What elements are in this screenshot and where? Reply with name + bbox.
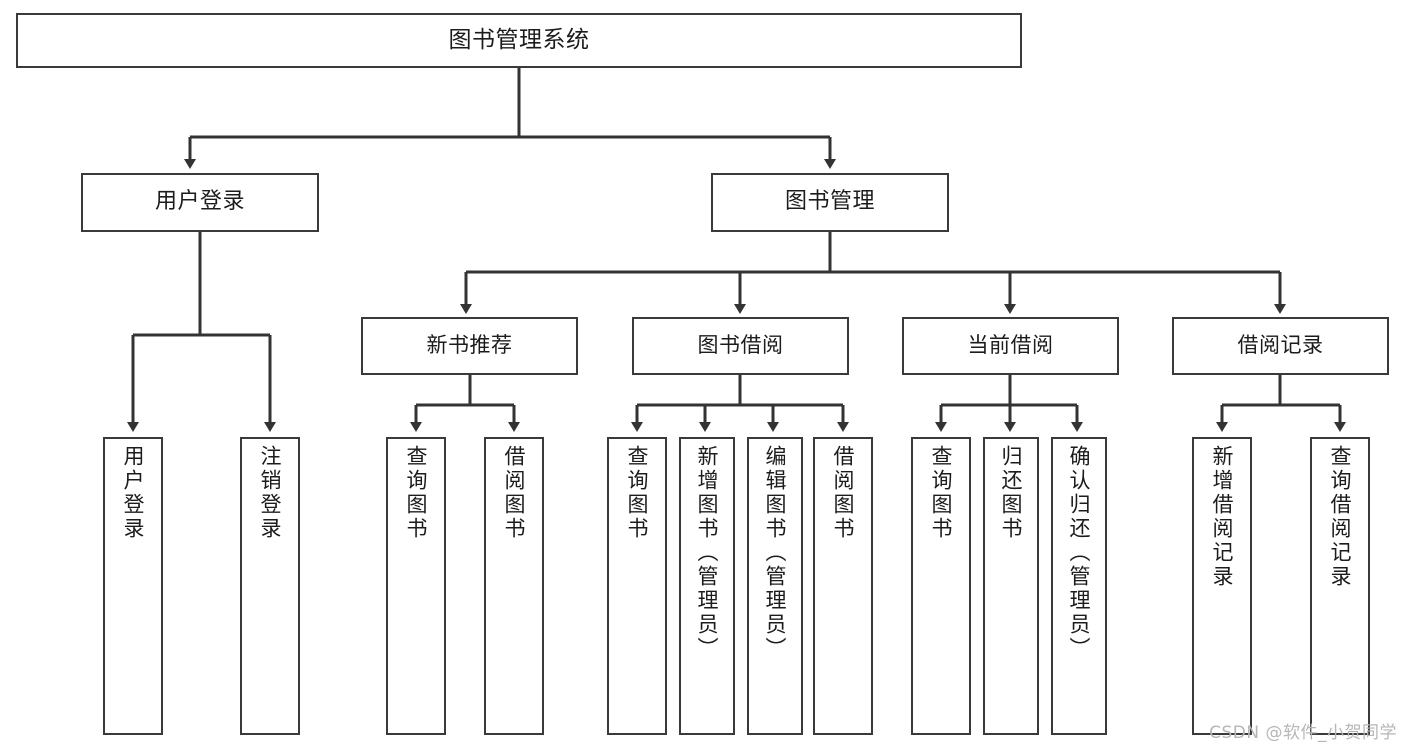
leaf-new-book-query-book[interactable]: 查询图书 (386, 437, 446, 735)
leaf-new-book-borrow-book[interactable]: 借阅图书 (484, 437, 544, 735)
node-label: 借阅记录 (1237, 333, 1324, 358)
node-label: 查询借阅记录 (1328, 445, 1353, 589)
node-label: 图书管理 (784, 189, 875, 215)
node-label: 注销登录 (258, 445, 283, 541)
leaf-user-login-login[interactable]: 用户登录 (103, 437, 163, 735)
node-label: 查询图书 (404, 445, 429, 541)
node-label: 借阅图书 (502, 445, 527, 541)
node-label: 用户登录 (121, 445, 146, 541)
node-label: 用户登录 (154, 189, 245, 215)
node-label: 归还图书 (999, 445, 1024, 541)
node-label: 查询图书 (929, 445, 954, 541)
node-label: 新书推荐 (426, 333, 513, 358)
node-label: 编辑图书（管理员） (763, 445, 788, 661)
leaf-borrow-record-query-record[interactable]: 查询借阅记录 (1310, 437, 1370, 735)
node-label: 借阅图书 (831, 445, 856, 541)
leaf-book-borrow-borrow-book[interactable]: 借阅图书 (813, 437, 873, 735)
leaf-book-borrow-add-book[interactable]: 新增图书（管理员） (679, 437, 735, 735)
node-label: 确认归还（管理员） (1067, 445, 1092, 661)
leaf-book-borrow-edit-book[interactable]: 编辑图书（管理员） (747, 437, 803, 735)
leaf-current-borrow-query-book[interactable]: 查询图书 (911, 437, 971, 735)
node-book-management[interactable]: 图书管理 (711, 173, 949, 232)
leaf-user-login-logout[interactable]: 注销登录 (240, 437, 300, 735)
node-book-borrow[interactable]: 图书借阅 (632, 317, 849, 375)
node-new-book-recommend[interactable]: 新书推荐 (361, 317, 578, 375)
leaf-current-borrow-return-book[interactable]: 归还图书 (983, 437, 1039, 735)
leaf-book-borrow-query-book[interactable]: 查询图书 (607, 437, 667, 735)
leaf-current-borrow-confirm-return[interactable]: 确认归还（管理员） (1051, 437, 1107, 735)
node-label: 图书管理系统 (448, 26, 590, 53)
node-user-login[interactable]: 用户登录 (81, 173, 319, 232)
node-label: 当前借阅 (967, 333, 1054, 358)
node-label: 新增借阅记录 (1210, 445, 1235, 589)
node-root-system[interactable]: 图书管理系统 (16, 13, 1022, 68)
node-borrow-record[interactable]: 借阅记录 (1172, 317, 1389, 375)
node-label: 图书借阅 (697, 333, 784, 358)
node-current-borrow[interactable]: 当前借阅 (902, 317, 1119, 375)
node-label: 查询图书 (625, 445, 650, 541)
node-label: 新增图书（管理员） (695, 445, 720, 661)
leaf-borrow-record-add-record[interactable]: 新增借阅记录 (1192, 437, 1252, 735)
